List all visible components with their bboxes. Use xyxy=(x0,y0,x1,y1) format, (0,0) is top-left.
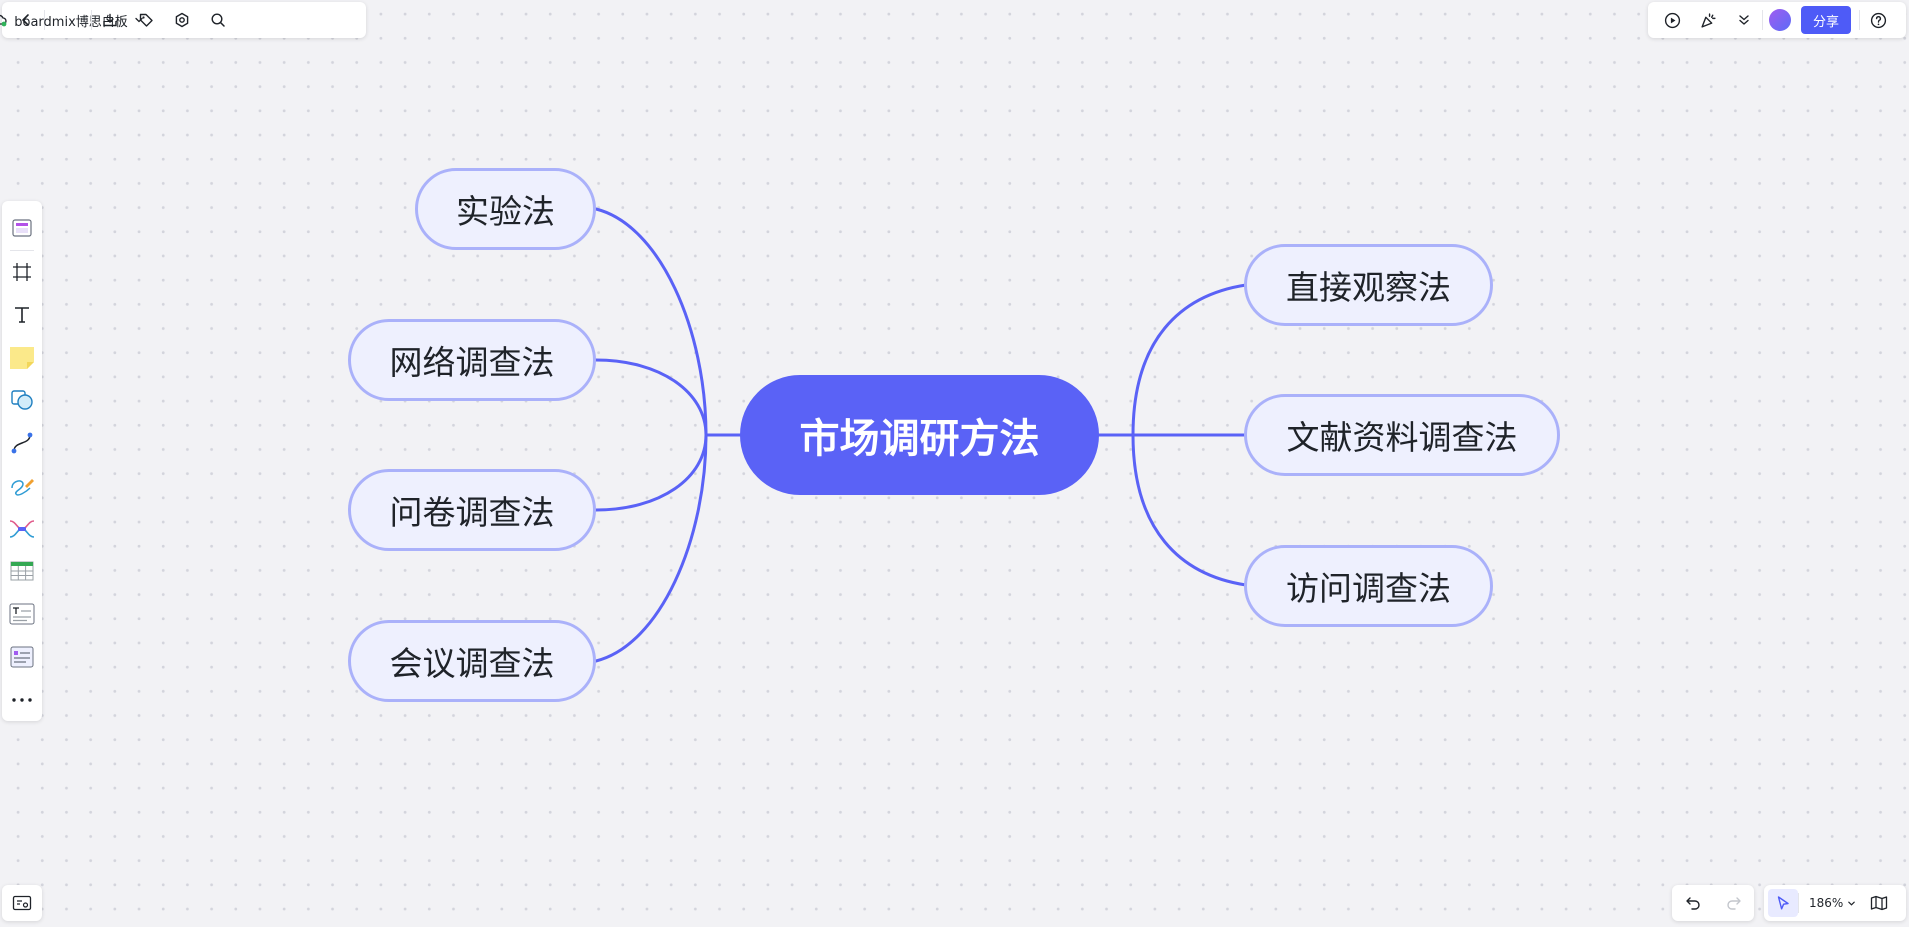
topic-meeting-survey[interactable]: 会议调查法 xyxy=(348,620,596,702)
chevron-left-icon xyxy=(18,12,34,28)
divider xyxy=(1798,893,1799,913)
select-tool-button[interactable] xyxy=(1768,889,1798,917)
template-button[interactable] xyxy=(2,207,42,250)
table-icon xyxy=(10,560,34,582)
pen-button[interactable] xyxy=(2,465,42,508)
undo-button[interactable] xyxy=(1675,885,1711,921)
expand-button[interactable] xyxy=(1726,2,1762,38)
history-toolbar xyxy=(1672,885,1754,921)
topic-experiment[interactable]: 实验法 xyxy=(415,168,596,250)
list-card-button[interactable] xyxy=(2,636,42,679)
connector-direct-observation xyxy=(1131,283,1248,437)
download-button[interactable] xyxy=(92,2,128,38)
frame-button[interactable] xyxy=(2,251,42,294)
tag-icon xyxy=(138,12,154,28)
more-button[interactable] xyxy=(2,678,42,721)
table-button[interactable] xyxy=(2,550,42,593)
text-button[interactable] xyxy=(2,294,42,337)
play-circle-icon xyxy=(1664,12,1681,29)
redo-button[interactable] xyxy=(1716,885,1752,921)
list-card-icon xyxy=(10,645,34,669)
template-icon xyxy=(11,217,33,239)
divider xyxy=(1859,10,1860,30)
topic-visit-survey[interactable]: 访问调查法 xyxy=(1244,545,1493,627)
tag-button[interactable] xyxy=(128,2,164,38)
search-icon xyxy=(210,12,226,28)
chevron-down-icon xyxy=(1847,899,1856,908)
minimap-button[interactable] xyxy=(12,894,32,912)
bottom-right-toolbar: 186% xyxy=(1764,885,1906,921)
redo-icon xyxy=(1726,895,1742,911)
divider xyxy=(1762,10,1763,30)
back-button[interactable] xyxy=(8,2,44,38)
sticky-note-icon xyxy=(9,346,35,370)
connector-visit-survey xyxy=(1131,433,1248,587)
topic-direct-observation[interactable]: 直接观察法 xyxy=(1244,244,1493,326)
map-view-button[interactable] xyxy=(1864,885,1894,921)
cloud-synced-icon xyxy=(0,13,8,27)
help-button[interactable] xyxy=(1860,2,1896,38)
zoom-level: 186% xyxy=(1809,896,1844,910)
connector-meeting-survey xyxy=(594,433,708,663)
top-right-toolbar: 分享 xyxy=(1648,2,1906,38)
topic-questionnaire[interactable]: 问卷调查法 xyxy=(348,469,596,551)
avatar[interactable] xyxy=(1769,9,1791,31)
mindmap-icon xyxy=(8,518,36,540)
left-toolbar xyxy=(2,201,42,721)
gear-icon xyxy=(174,12,190,28)
help-circle-icon xyxy=(1870,12,1887,29)
topic-literature-survey[interactable]: 文献资料调查法 xyxy=(1244,394,1560,476)
text-icon xyxy=(12,305,32,325)
text-card-icon xyxy=(9,602,35,626)
frame-icon xyxy=(12,262,32,282)
top-left-toolbar: boardmix博思白板 xyxy=(0,2,366,38)
connector-experiment xyxy=(594,207,708,437)
topic-online-survey[interactable]: 网络调查法 xyxy=(348,319,596,401)
undo-icon xyxy=(1685,895,1701,911)
text-card-button[interactable] xyxy=(2,593,42,636)
sticky-note-button[interactable] xyxy=(2,336,42,379)
toolbar-divider xyxy=(10,249,34,251)
doc-title-menu[interactable]: boardmix博思白板 xyxy=(0,2,143,38)
shape-button[interactable] xyxy=(2,379,42,422)
minimap-icon xyxy=(12,894,32,912)
zoom-selector[interactable]: 186% xyxy=(1799,885,1864,921)
party-popper-icon xyxy=(1700,12,1717,29)
divider xyxy=(91,10,92,30)
cursor-arrow-icon xyxy=(1775,895,1791,911)
connector-button[interactable] xyxy=(2,422,42,465)
double-chevron-down-icon xyxy=(1737,13,1751,27)
connector-online-survey xyxy=(594,358,708,437)
map-icon xyxy=(1870,895,1888,911)
more-dots-icon xyxy=(11,697,33,703)
pen-icon xyxy=(9,474,35,498)
search-button[interactable] xyxy=(200,2,236,38)
divider xyxy=(44,10,45,30)
connector-questionnaire xyxy=(594,433,708,512)
shape-icon xyxy=(10,388,34,412)
present-button[interactable] xyxy=(1654,2,1690,38)
share-button[interactable]: 分享 xyxy=(1801,6,1851,34)
bottom-left-toolbar xyxy=(2,885,42,921)
connector-icon xyxy=(10,431,34,455)
root-topic-node[interactable]: 市场调研方法 xyxy=(740,375,1099,495)
mindmap-button[interactable] xyxy=(2,507,42,550)
doc-title: boardmix博思白板 xyxy=(14,14,128,30)
celebrate-button[interactable] xyxy=(1690,2,1726,38)
download-icon xyxy=(102,12,118,28)
settings-button[interactable] xyxy=(164,2,200,38)
